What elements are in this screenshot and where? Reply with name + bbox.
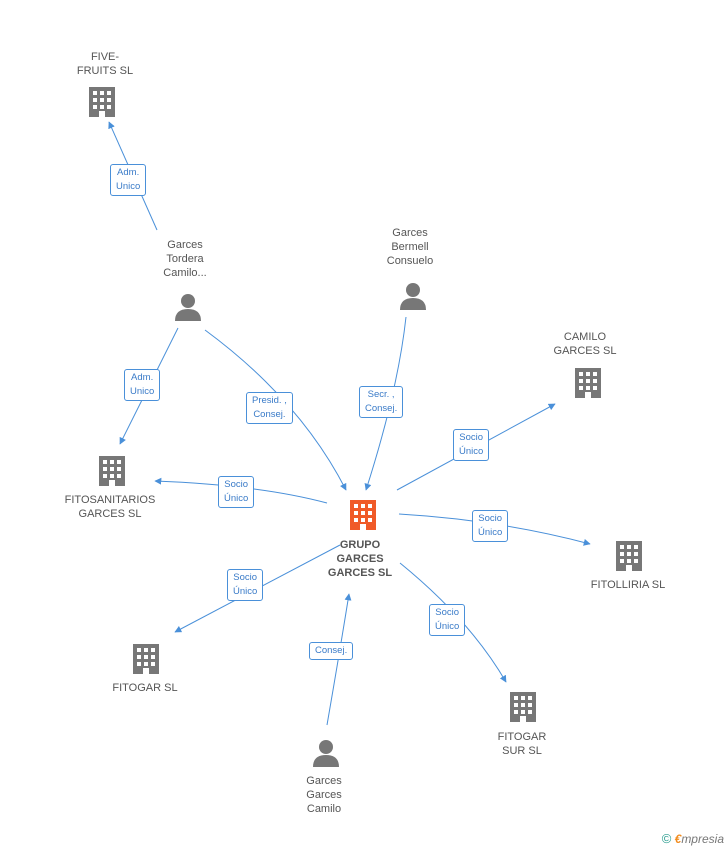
garces-tordera-name: Garces Tordera Camilo... xyxy=(163,239,207,279)
fitogar-name: FITOGAR SL xyxy=(112,682,178,694)
fitosanitarios-building-icon[interactable] xyxy=(97,454,127,493)
role-socio-unico-fitogar[interactable]: Socio Único xyxy=(227,569,264,601)
garces-bermell-label[interactable]: Garces Bermell Consuelo xyxy=(360,226,460,268)
role-secr-consej[interactable]: Secr. , Consej. xyxy=(359,386,404,418)
role-adm-unico-fitosanitarios[interactable]: Adm. Unico xyxy=(124,369,161,401)
role-consej[interactable]: Consej. xyxy=(309,642,354,660)
garces-tordera-label[interactable]: Garces Tordera Camilo... xyxy=(135,238,235,280)
copyright-symbol: © xyxy=(661,831,672,846)
garces-camilo-name: Garces Garces Camilo xyxy=(306,775,342,815)
center-company-label[interactable]: GRUPO GARCES GARCES SL xyxy=(305,538,415,580)
fitosanitarios-name: FITOSANITARIOS GARCES SL xyxy=(64,494,156,520)
garces-camilo-person-icon[interactable] xyxy=(311,738,341,773)
role-socio-unico-fitolliria[interactable]: Socio Único xyxy=(472,510,509,542)
fitogar-building-icon[interactable] xyxy=(131,642,161,681)
role-socio-unico-fitogar-sur[interactable]: Socio Único xyxy=(429,604,466,636)
fitolliria-building-icon[interactable] xyxy=(614,539,644,578)
fitolliria-label[interactable]: FITOLLIRIA SL xyxy=(578,578,678,592)
empresia-logo-text: mpresia xyxy=(681,832,724,846)
role-adm-unico-fivefruits[interactable]: Adm. Unico xyxy=(110,164,147,196)
five-fruits-building-icon[interactable] xyxy=(87,85,117,124)
role-presid-consej[interactable]: Presid. , Consej. xyxy=(246,392,293,424)
garces-bermell-name: Garces Bermell Consuelo xyxy=(386,227,434,267)
fitogar-sur-label[interactable]: FITOGAR SUR SL xyxy=(472,730,572,758)
five-fruits-name: FIVE- FRUITS SL xyxy=(76,51,134,77)
fitogar-label[interactable]: FITOGAR SL xyxy=(95,681,195,695)
garces-tordera-person-icon[interactable] xyxy=(173,292,203,327)
garces-camilo-label[interactable]: Garces Garces Camilo xyxy=(274,774,374,816)
fitogar-sur-name: FITOGAR SUR SL xyxy=(497,731,547,757)
fitolliria-name: FITOLLIRIA SL xyxy=(590,579,666,591)
role-socio-unico-fitosanitarios[interactable]: Socio Único xyxy=(218,476,255,508)
camilo-garces-building-icon[interactable] xyxy=(573,366,603,405)
garces-bermell-person-icon[interactable] xyxy=(398,281,428,316)
empresia-watermark: © €mpresia xyxy=(662,831,724,846)
five-fruits-label[interactable]: FIVE- FRUITS SL xyxy=(55,50,155,78)
center-company-name: GRUPO GARCES GARCES SL xyxy=(327,539,393,579)
camilo-garces-name: CAMILO GARCES SL xyxy=(553,331,617,357)
camilo-garces-label[interactable]: CAMILO GARCES SL xyxy=(535,330,635,358)
empresia-logo-e: € xyxy=(674,832,682,846)
fitosanitarios-label[interactable]: FITOSANITARIOS GARCES SL xyxy=(50,493,170,521)
role-socio-unico-camilo[interactable]: Socio Único xyxy=(453,429,490,461)
center-building-icon[interactable] xyxy=(348,498,378,537)
fitogar-sur-building-icon[interactable] xyxy=(508,690,538,729)
